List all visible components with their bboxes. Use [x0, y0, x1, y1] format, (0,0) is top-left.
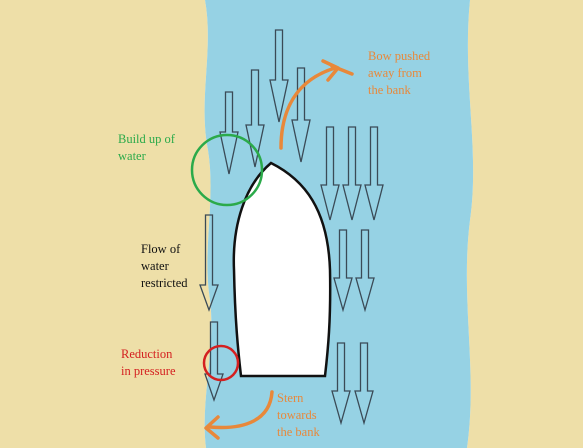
left-bank [0, 0, 211, 448]
right-bank [467, 0, 583, 448]
